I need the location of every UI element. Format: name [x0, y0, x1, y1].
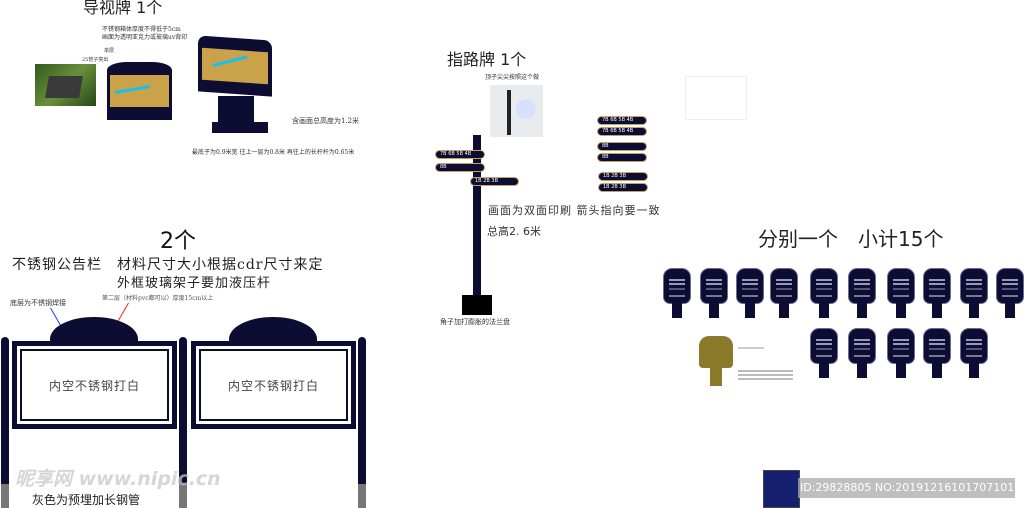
arm-text: 7B 6B 5B 4B	[440, 151, 472, 157]
post-left	[1, 337, 9, 508]
guide-sign-title: 导视牌 1个	[83, 0, 163, 17]
small-sign	[663, 268, 691, 318]
small-sign	[996, 268, 1024, 318]
gold-sign	[699, 336, 733, 386]
bulletin-count: 2个	[160, 229, 196, 254]
arm-text: 1B 2B 3B	[475, 178, 499, 184]
label-second-layer: 第二层（材料pvc都可以）厚度15cm以上	[102, 295, 214, 302]
label-base-layer: 底层为不锈钢焊接	[10, 299, 66, 307]
small-sign	[923, 268, 951, 318]
arm-text: 8B	[440, 164, 447, 170]
panel-text: 1B 2B 3B	[603, 173, 627, 179]
post-middle	[179, 337, 187, 508]
panel-text: 1B 2B 3B	[603, 184, 627, 190]
sign-photo	[35, 64, 96, 106]
note-grey-pipe: 灰色为预埋加长钢管	[32, 493, 141, 507]
board-text: 内空不锈钢打白	[199, 349, 348, 421]
post-right	[358, 337, 366, 508]
bulletin-board-left: 内空不锈钢打白	[12, 341, 177, 429]
small-sign	[770, 268, 798, 318]
arm-2: 8B	[435, 163, 485, 172]
small-sign	[960, 268, 988, 318]
red-pointer-arrow	[117, 302, 129, 323]
faint-layout-box	[685, 76, 747, 120]
panel-6: 1B 2B 3B	[598, 183, 648, 192]
panel-text: 8B	[602, 143, 609, 149]
bulletin-board-right: 内空不锈钢打白	[191, 341, 356, 429]
direction-post	[473, 135, 481, 300]
direction-sign-title: 指路牌 1个	[447, 50, 527, 69]
note-surface: 画面为透明亚克力或玻璃uv背印	[102, 34, 188, 41]
panel-1: 7B 6B 5B 4B	[597, 116, 647, 125]
label-single-layer: 单层	[104, 48, 115, 54]
note-height: 总高2. 6米	[487, 225, 541, 238]
arm-1: 7B 6B 5B 4B	[435, 150, 485, 159]
bulletin-cabinet	[763, 470, 800, 508]
id-bar: ID:29828805 NO:20191216101707101000	[798, 478, 1024, 498]
small-sign	[848, 268, 876, 318]
note-widths: 最底子为0.9米宽 往上一层为0.8米 再往上的长杆杆为0.65米	[192, 149, 355, 156]
board-roof-left	[50, 317, 138, 343]
label-pipe: 25管子突出	[82, 57, 109, 63]
flange-base	[462, 295, 492, 315]
note-print: 画面为双面印刷 箭头指向要一致	[488, 204, 661, 217]
panel-5: 1B 2B 3B	[598, 172, 648, 181]
panel-text: 8B	[602, 154, 609, 160]
gold-sign-note	[738, 347, 764, 349]
small-sign	[810, 328, 838, 378]
bulletin-subtitle: 外框玻璃架子要加液压杆	[117, 276, 272, 291]
note-total-height: 含画面总高度为1.2米	[292, 117, 360, 125]
panel-4: 8B	[597, 153, 647, 162]
panel-3: 8B	[597, 142, 647, 151]
top-photo	[490, 85, 543, 137]
small-sign	[923, 328, 951, 378]
panel-text: 7B 6B 5B 4B	[602, 117, 634, 123]
panel-text: 7B 6B 5B 4B	[602, 128, 634, 134]
small-sign	[848, 328, 876, 378]
board-roof-right	[229, 317, 317, 343]
small-sign	[700, 268, 728, 318]
note-top: 顶子尖尖按照这个做	[485, 74, 540, 81]
sign-pedestal	[218, 96, 254, 124]
bulletin-title: 不锈钢公告栏 材料尺寸大小根据cdr尺寸来定	[12, 257, 324, 273]
small-sign	[887, 328, 915, 378]
note-thickness: 不锈钢箱体厚度不得低于5cm	[102, 26, 181, 33]
small-sign	[736, 268, 764, 318]
panel-2: 7B 6B 5B 4B	[597, 127, 647, 136]
watermark: 昵享网 www.nipic.cn	[15, 468, 221, 490]
guide-sign-single	[107, 62, 172, 120]
small-signs-title: 分别一个 小计15个	[758, 227, 944, 251]
sign-base	[212, 122, 268, 133]
note-base: 角子加打膨胀的法兰盘	[440, 318, 510, 326]
small-sign	[887, 268, 915, 318]
small-sign	[960, 328, 988, 378]
gold-sign-notes	[738, 370, 793, 382]
arm-3: 1B 2B 3B	[470, 177, 519, 186]
guide-sign-standing	[198, 35, 272, 97]
board-text: 内空不锈钢打白	[20, 349, 169, 421]
small-sign	[810, 268, 838, 318]
